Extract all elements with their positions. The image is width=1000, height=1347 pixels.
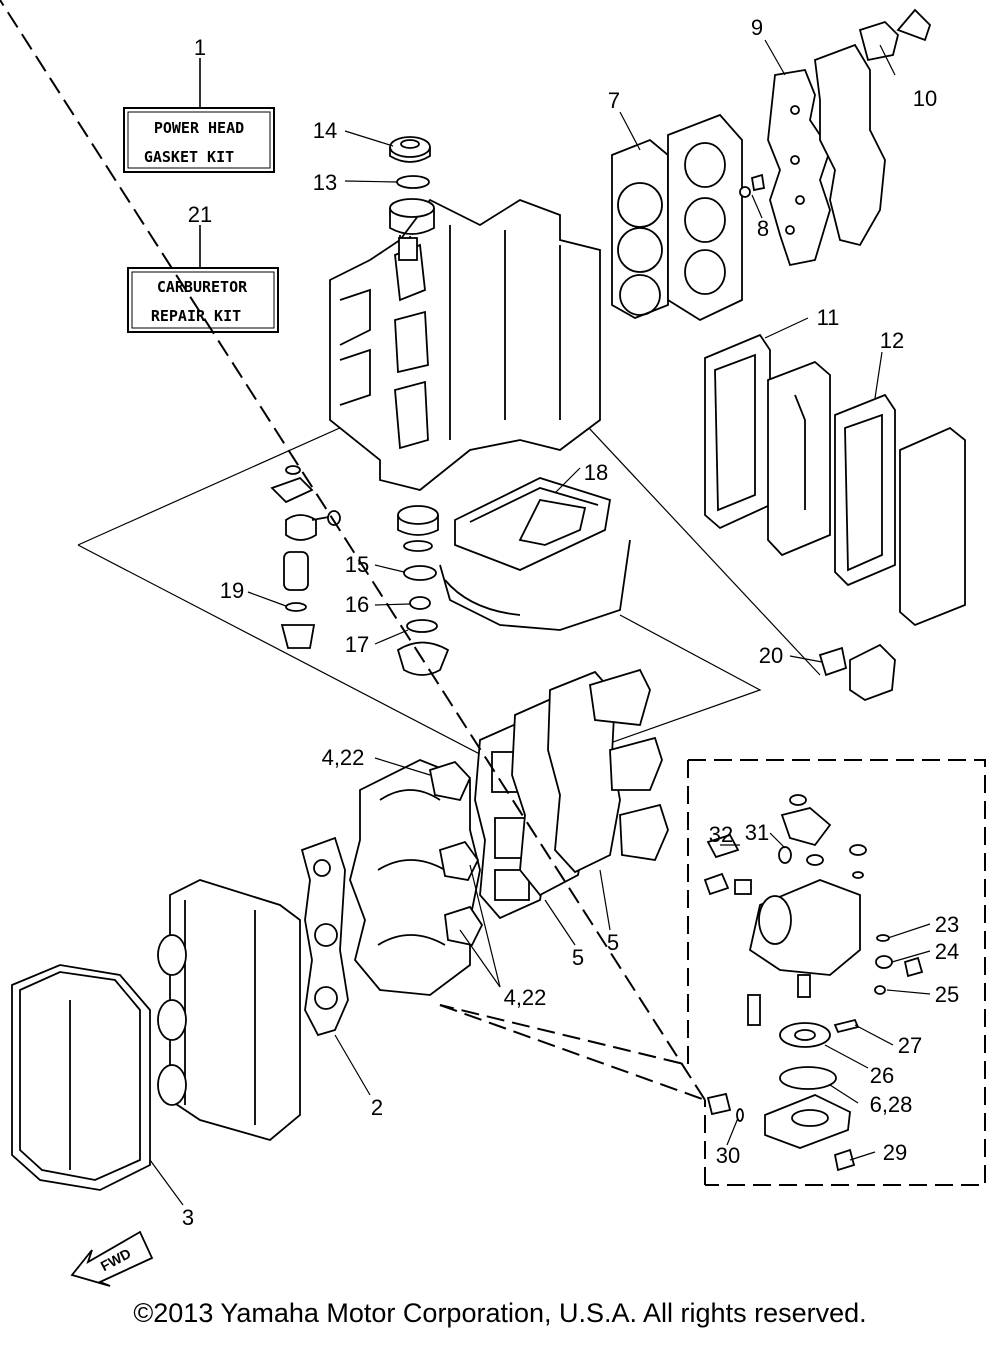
exhaust-gasket-12	[834, 393, 896, 587]
callout-7: 7	[608, 88, 620, 113]
callout-19: 19	[220, 578, 244, 603]
callout-4-22-lower: 4,22	[504, 985, 547, 1010]
reed-valve-blocks	[588, 668, 669, 861]
kit-21-line1: CARBURETOR	[157, 278, 248, 296]
carburetor-kit-boundary	[0, 0, 986, 1186]
callout-18: 18	[584, 460, 608, 485]
callout-23: 23	[935, 912, 959, 937]
callout-29: 29	[883, 1140, 907, 1165]
copyright-notice: ©2013 Yamaha Motor Corporation, U.S.A. A…	[133, 1298, 867, 1328]
callout-3: 3	[182, 1205, 194, 1230]
callout-1: 1	[194, 35, 206, 60]
callout-24: 24	[935, 939, 959, 964]
head-cover-gasket-9	[767, 68, 831, 267]
forward-direction-arrow: FWD	[70, 1230, 154, 1287]
callout-31: 31	[745, 820, 769, 845]
exhaust-gasket-11	[704, 333, 771, 530]
cylinder-block	[329, 198, 601, 491]
carburetor-small-parts	[706, 934, 924, 1172]
callout-numbers: 1 21 14 13 7 9 10 8 11 12 18 15 16 17 19…	[182, 15, 959, 1230]
power-head-gasket-kit-box: POWER HEAD GASKET KIT	[123, 58, 275, 173]
intake-silencer	[157, 879, 301, 1141]
carburetor-repair-kit-box: CARBURETOR REPAIR KIT	[127, 225, 279, 333]
callout-17: 17	[345, 632, 369, 657]
head-cover	[814, 8, 932, 247]
bearing-upper	[389, 198, 435, 235]
head-gasket-7	[611, 138, 669, 319]
callout-25: 25	[935, 982, 959, 1007]
callout-6-28: 6,28	[870, 1092, 913, 1117]
o-ring-13	[396, 175, 430, 189]
oil-seal-14	[389, 136, 431, 163]
carburetor-body	[703, 794, 867, 976]
callout-9: 9	[751, 15, 763, 40]
reed-valve-gaskets-5	[474, 670, 621, 920]
callout-4-22-upper: 4,22	[322, 745, 365, 770]
kit-1-line1: POWER HEAD	[154, 119, 244, 137]
kit-1-line2: GASKET KIT	[144, 148, 234, 166]
exhaust-cover	[899, 426, 966, 627]
kit-21-line2: REPAIR KIT	[151, 307, 241, 325]
callout-26: 26	[870, 1063, 894, 1088]
callout-27: 27	[898, 1033, 922, 1058]
callout-21: 21	[188, 202, 212, 227]
callout-8: 8	[757, 216, 769, 241]
cylinder-head	[667, 113, 766, 322]
silencer-cover-3	[11, 964, 151, 1191]
callout-15: 15	[345, 552, 369, 577]
exhaust-plate	[767, 360, 831, 557]
thermostat-parts	[270, 465, 341, 649]
intake-manifold	[349, 759, 484, 996]
base-gasket-18	[439, 477, 631, 631]
fuel-pump-20	[818, 643, 896, 702]
callout-20: 20	[759, 643, 783, 668]
callout-16: 16	[345, 592, 369, 617]
callout-12: 12	[880, 328, 904, 353]
callout-leader-lines	[149, 39, 931, 1206]
callout-10: 10	[913, 86, 937, 111]
callout-30: 30	[716, 1143, 740, 1168]
callout-11: 11	[817, 305, 840, 330]
callout-5-a: 5	[572, 945, 584, 970]
callout-13: 13	[313, 170, 337, 195]
lower-bearing-assembly	[396, 505, 450, 676]
intake-gasket-2	[300, 836, 349, 1037]
callout-14: 14	[313, 118, 337, 143]
callout-32: 32	[709, 822, 733, 847]
callout-2: 2	[371, 1095, 383, 1120]
callout-5-b: 5	[607, 930, 619, 955]
